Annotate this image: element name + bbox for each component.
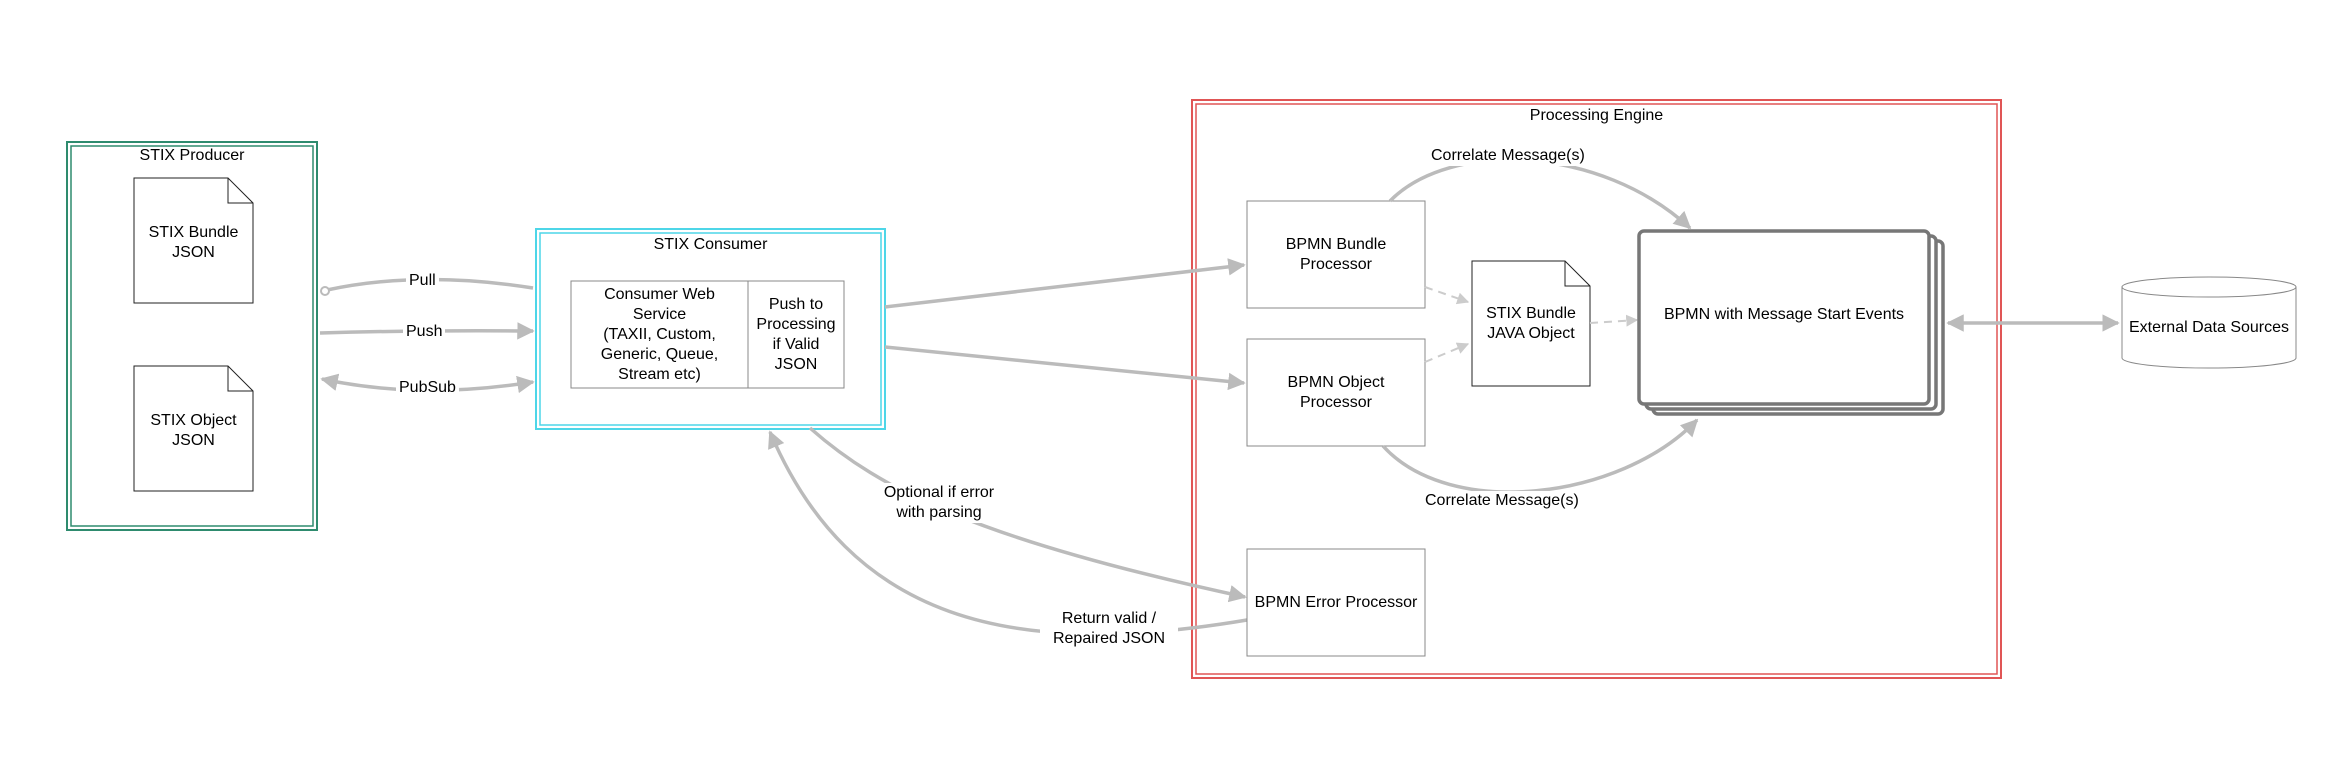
edge-label-correlate-top: Correlate Message(s) bbox=[1428, 146, 1588, 166]
stix-consumer-container bbox=[535, 228, 886, 430]
stix-object-json-label: STIX Object JSON bbox=[150, 411, 237, 449]
edge-correlate-top bbox=[1388, 158, 1692, 230]
bpmn-object-processor-label: BPMN Object Processor bbox=[1287, 373, 1385, 411]
stix-object-json-doc bbox=[133, 365, 254, 492]
stix-producer-title: STIX Producer bbox=[139, 147, 245, 164]
push-to-processing-box bbox=[747, 280, 845, 389]
stix-consumer-title: STIX Consumer bbox=[653, 236, 768, 253]
edge-dashed-object-to-java bbox=[1424, 342, 1470, 363]
edge-label-correlate-bottom: Correlate Message(s) bbox=[1422, 491, 1582, 511]
edge-label-push: Push bbox=[403, 322, 446, 342]
edge-consumer-to-object-processor bbox=[884, 345, 1246, 391]
push-to-processing-label: Push to Processing if Valid JSON bbox=[756, 295, 836, 373]
pull-origin-circle bbox=[320, 286, 330, 296]
consumer-web-service-box bbox=[570, 280, 749, 389]
bpmn-bundle-processor-label: BPMN Bundle Processor bbox=[1285, 235, 1387, 273]
processing-engine-container bbox=[1191, 99, 2002, 679]
bpmn-object-processor-box bbox=[1246, 338, 1426, 447]
bpmn-message-start-label: BPMN with Message Start Events bbox=[1663, 306, 1905, 323]
edge-label-pubsub: PubSub bbox=[396, 378, 459, 398]
stix-producer-container bbox=[66, 141, 318, 531]
consumer-web-service-label: Consumer Web Service (TAXII, Custom, Gen… bbox=[600, 285, 719, 383]
stix-bundle-java-object-doc bbox=[1471, 260, 1591, 387]
bpmn-error-processor-label: BPMN Error Processor bbox=[1254, 593, 1418, 611]
stix-bundle-java-object-label: STIX Bundle JAVA Object bbox=[1486, 305, 1576, 342]
edge-correlate-bottom bbox=[1381, 418, 1699, 494]
edge-dashed-java-to-bpmn bbox=[1589, 314, 1639, 327]
edge-label-optional-error: Optional if error with parsing bbox=[866, 483, 1012, 523]
bpmn-error-processor-box bbox=[1246, 548, 1426, 657]
edge-label-pull: Pull bbox=[406, 271, 439, 291]
external-data-sources-label: External Data Sources bbox=[2128, 319, 2290, 336]
processing-engine-title: Processing Engine bbox=[1529, 107, 1664, 124]
edge-dashed-bundle-to-java bbox=[1424, 286, 1470, 305]
edge-label-return-valid: Return valid / Repaired JSON bbox=[1040, 609, 1178, 649]
bpmn-bundle-processor-box bbox=[1246, 200, 1426, 309]
bpmn-message-start-stack bbox=[1637, 229, 1945, 416]
stix-bundle-json-label: STIX Bundle JSON bbox=[148, 223, 239, 261]
external-data-sources-cylinder bbox=[2121, 276, 2297, 369]
edge-consumer-to-bundle-processor bbox=[884, 258, 1246, 309]
stix-bundle-json-doc bbox=[133, 177, 254, 304]
